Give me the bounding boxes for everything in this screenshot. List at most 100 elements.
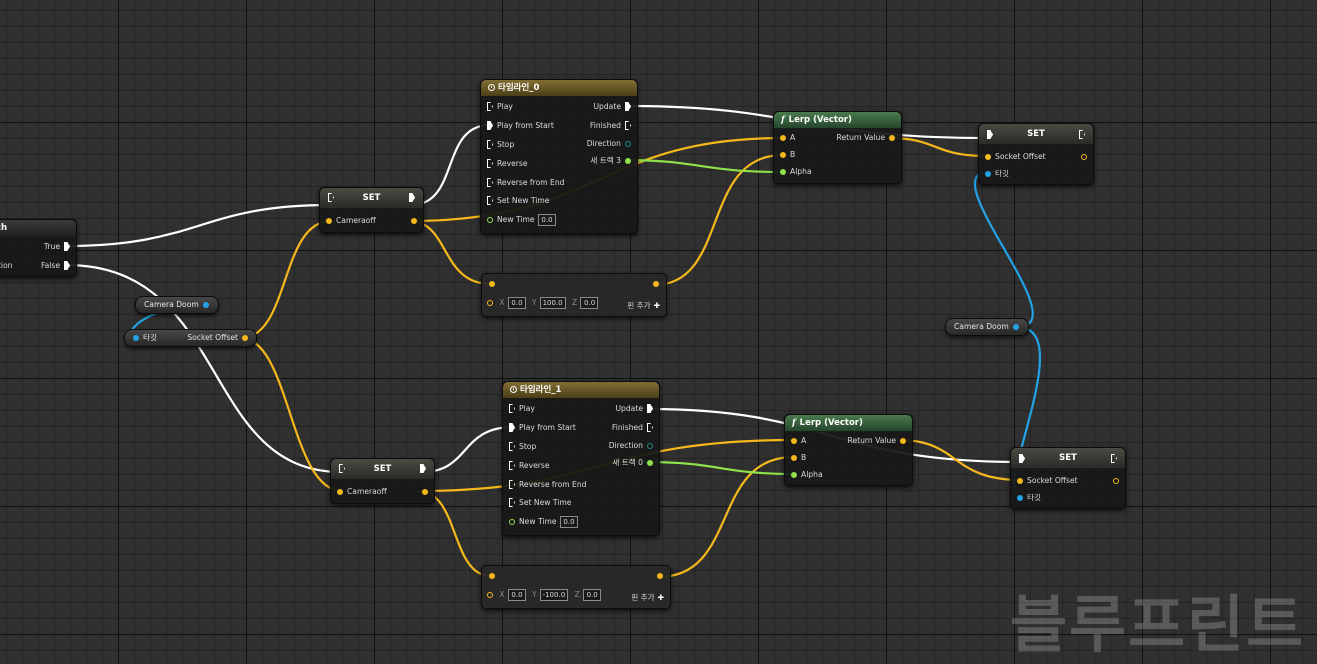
vector-pin-icon[interactable] bbox=[411, 218, 417, 224]
exec-in-icon[interactable] bbox=[509, 404, 515, 413]
target-in-pin[interactable]: 타깃 bbox=[1017, 491, 1041, 505]
enum-out-icon[interactable] bbox=[625, 141, 631, 147]
new-time-input[interactable]: 0.0 bbox=[559, 516, 578, 528]
exec-in-icon[interactable] bbox=[487, 178, 493, 187]
vector-pin-icon[interactable] bbox=[422, 489, 428, 495]
exec-out-icon[interactable] bbox=[625, 121, 631, 130]
lerp-return-pin[interactable]: Return Value bbox=[848, 434, 906, 448]
float-in-icon[interactable] bbox=[509, 519, 515, 525]
exec-in-icon[interactable] bbox=[487, 102, 493, 111]
vector-in-icon[interactable] bbox=[780, 135, 786, 141]
vector-out-icon[interactable] bbox=[889, 135, 895, 141]
update-pin[interactable]: Update bbox=[593, 100, 631, 114]
vector-in-icon[interactable] bbox=[1017, 478, 1023, 484]
get-socket-offset-node[interactable]: 타깃 Socket Offset bbox=[124, 329, 257, 347]
exec-out-icon[interactable] bbox=[64, 242, 70, 251]
exec-out-icon[interactable] bbox=[647, 423, 653, 432]
timeline-node[interactable]: 타임라인_1 Play Play from Start Stop Reverse… bbox=[502, 381, 660, 536]
socket-offset-in-pin[interactable]: Socket Offset bbox=[1017, 474, 1078, 488]
set-new-time-pin[interactable]: Set New Time bbox=[487, 194, 549, 208]
direction-pin[interactable]: Direction bbox=[609, 439, 653, 453]
float-in-icon[interactable] bbox=[487, 217, 493, 223]
object-out-pin[interactable] bbox=[202, 302, 209, 308]
cameraoff-out-pin[interactable] bbox=[422, 485, 428, 499]
float-in-icon[interactable] bbox=[791, 472, 797, 478]
reverse-from-end-pin[interactable]: Reverse from End bbox=[509, 478, 586, 492]
vector-in-icon[interactable] bbox=[791, 455, 797, 461]
vector-pin-icon[interactable] bbox=[326, 218, 332, 224]
lerp-a-pin[interactable]: A bbox=[780, 131, 795, 145]
socket-offset-in-pin[interactable]: Socket Offset bbox=[985, 150, 1046, 164]
exec-in-icon[interactable] bbox=[487, 121, 493, 130]
track-pin[interactable]: 새 트랙 0 bbox=[612, 456, 653, 470]
reverse-from-end-pin[interactable]: Reverse from End bbox=[487, 176, 564, 190]
z-input[interactable]: 0.0 bbox=[582, 589, 601, 601]
vector-in-icon[interactable] bbox=[487, 592, 493, 598]
exec-out-pin[interactable] bbox=[409, 193, 415, 202]
float-out-icon[interactable] bbox=[625, 158, 631, 164]
exec-out-icon[interactable] bbox=[625, 102, 631, 111]
stop-pin[interactable]: Stop bbox=[487, 138, 514, 152]
set-socket-offset-node[interactable]: SET Socket Offset 타깃 bbox=[978, 123, 1094, 185]
track-pin[interactable]: 새 트랙 3 bbox=[590, 154, 631, 168]
finished-pin[interactable]: Finished bbox=[612, 421, 653, 435]
play-pin[interactable]: Play bbox=[487, 100, 513, 114]
cameraoff-in-pin[interactable]: Cameraoff bbox=[337, 485, 387, 499]
enum-out-icon[interactable] bbox=[647, 443, 653, 449]
new-time-input[interactable]: 0.0 bbox=[537, 214, 556, 226]
vector-in-pin[interactable] bbox=[489, 573, 495, 579]
exec-in-icon[interactable] bbox=[487, 159, 493, 168]
vector-out-pin[interactable] bbox=[242, 335, 248, 341]
x-input[interactable]: 0.0 bbox=[507, 297, 526, 309]
exec-out-icon[interactable] bbox=[647, 404, 653, 413]
direction-pin[interactable]: Direction bbox=[587, 137, 631, 151]
add-pin-button[interactable]: 핀 추가✚ bbox=[627, 299, 660, 313]
target-in-pin[interactable]: 타깃 bbox=[985, 167, 1009, 181]
branch-node[interactable]: ch True dition False bbox=[0, 219, 77, 277]
stop-pin[interactable]: Stop bbox=[509, 440, 536, 454]
update-pin[interactable]: Update bbox=[615, 402, 653, 416]
cameraoff-in-pin[interactable]: Cameraoff bbox=[326, 214, 376, 228]
target-in-pin[interactable] bbox=[133, 335, 139, 341]
vector-out-icon[interactable] bbox=[1081, 154, 1087, 160]
vector-in-icon[interactable] bbox=[985, 154, 991, 160]
lerp-a-pin[interactable]: A bbox=[791, 434, 806, 448]
exec-in-pin[interactable] bbox=[328, 193, 334, 202]
exec-in-pin[interactable] bbox=[1019, 454, 1025, 463]
exec-in-pin[interactable] bbox=[339, 464, 345, 473]
play-from-start-pin[interactable]: Play from Start bbox=[509, 421, 576, 435]
object-out-pin[interactable] bbox=[1012, 324, 1019, 330]
lerp-alpha-pin[interactable]: Alpha bbox=[791, 468, 823, 482]
exec-in-icon[interactable] bbox=[509, 498, 515, 507]
camera-doom-getter[interactable]: Camera Doom bbox=[135, 296, 219, 314]
exec-in-icon[interactable] bbox=[487, 140, 493, 149]
timeline-node[interactable]: 타임라인_0 Play Play from Start Stop Reverse… bbox=[480, 79, 638, 234]
play-from-start-pin[interactable]: Play from Start bbox=[487, 119, 554, 133]
socket-offset-out-pin[interactable] bbox=[1081, 150, 1087, 164]
exec-in-icon[interactable] bbox=[509, 461, 515, 470]
vector-out-pin[interactable] bbox=[653, 281, 659, 287]
exec-out-icon[interactable] bbox=[64, 261, 70, 270]
vector-pin-icon[interactable] bbox=[337, 489, 343, 495]
float-out-icon[interactable] bbox=[647, 460, 653, 466]
vector-in-icon[interactable] bbox=[791, 438, 797, 444]
cameraoff-out-pin[interactable] bbox=[411, 214, 417, 228]
branch-true-pin[interactable]: True bbox=[44, 240, 70, 254]
exec-out-pin[interactable] bbox=[1079, 130, 1085, 139]
play-pin[interactable]: Play bbox=[509, 402, 535, 416]
exec-in-pin[interactable] bbox=[987, 130, 993, 139]
set-socket-offset-node[interactable]: SET Socket Offset 타깃 bbox=[1010, 447, 1126, 509]
vector-out-icon[interactable] bbox=[1113, 478, 1119, 484]
camera-doom-getter[interactable]: Camera Doom bbox=[945, 318, 1029, 336]
object-in-icon[interactable] bbox=[1017, 495, 1023, 501]
float-in-icon[interactable] bbox=[780, 169, 786, 175]
y-input[interactable]: -100.0 bbox=[539, 589, 569, 601]
